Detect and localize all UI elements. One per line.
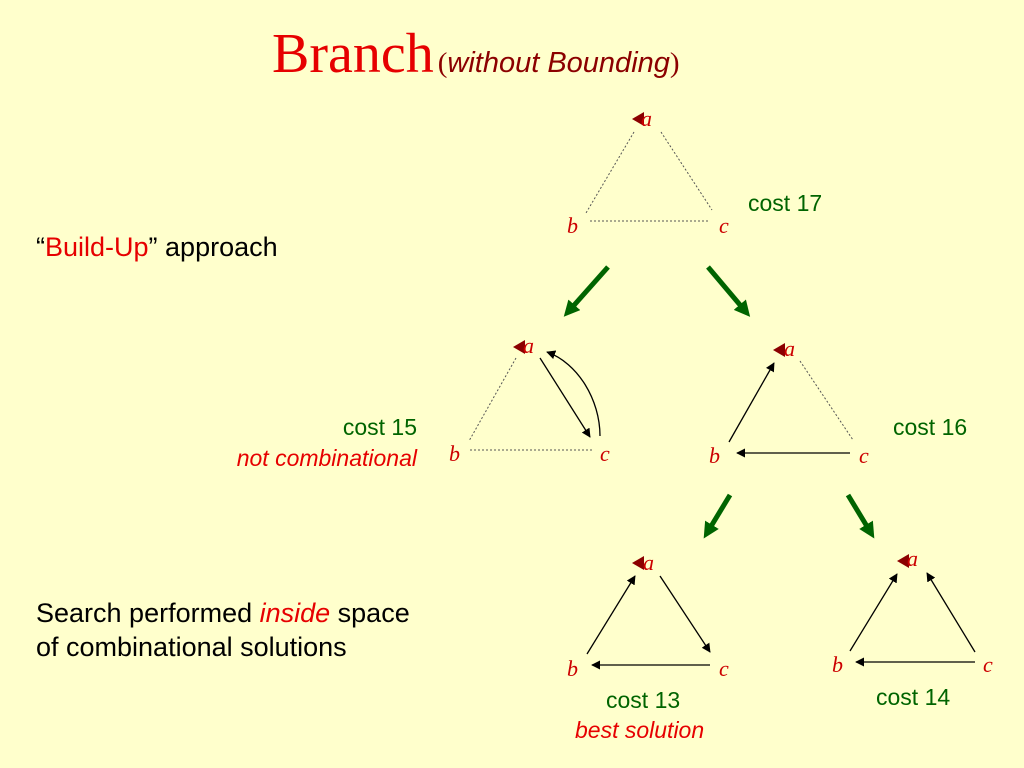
open-quote: “ xyxy=(36,232,45,262)
node-c-label: c xyxy=(859,443,869,468)
node-c-label: c xyxy=(983,652,993,677)
node-a-label: a xyxy=(784,336,795,361)
edge-c-a-curved-arrow xyxy=(546,350,601,437)
node-c-label: c xyxy=(719,213,729,238)
start-marker-icon xyxy=(632,556,644,570)
start-marker-icon xyxy=(513,340,525,354)
cost-label-bottom-left: cost 13 xyxy=(606,687,681,713)
branch-arrow-bottom-right xyxy=(845,493,875,539)
node-b-label: b xyxy=(832,652,843,677)
cost-label-bottom-right: cost 14 xyxy=(876,684,951,710)
search-description-line-2: of combinational solutions xyxy=(36,632,347,662)
title-main: Branch xyxy=(272,23,434,85)
best-solution-note: best solution xyxy=(575,717,705,743)
not-combinational-note: not combinational xyxy=(236,445,417,471)
triangle-left: a b c xyxy=(449,333,610,466)
slide-title: Branch (without Bounding) xyxy=(272,22,680,86)
cost-label-root: cost 17 xyxy=(748,190,823,216)
edge-a-c-arrow xyxy=(659,575,711,653)
build-up-approach-text: “Build-Up” approach xyxy=(36,232,278,263)
search-description-line-1: Search performed inside space xyxy=(36,598,410,629)
search-text-part-2: space xyxy=(330,598,410,628)
start-marker-icon xyxy=(773,343,785,357)
triangle-right: a b c xyxy=(709,336,869,468)
edge-a-c xyxy=(660,131,713,211)
cost-label-right: cost 16 xyxy=(893,414,968,440)
triangle-root: a b c xyxy=(567,106,729,238)
node-a-label: a xyxy=(523,333,534,358)
title-subtitle: without Bounding xyxy=(447,47,670,79)
node-b-label: b xyxy=(449,441,460,466)
approach-label: ” approach xyxy=(148,232,278,262)
title-open-paren: ( xyxy=(437,47,448,79)
edge-b-a-arrow xyxy=(728,362,775,443)
node-c-label: c xyxy=(719,656,729,681)
edge-c-a-arrow xyxy=(926,572,976,653)
node-b-label: b xyxy=(567,656,578,681)
node-b-label: b xyxy=(709,443,720,468)
node-a-label: a xyxy=(907,546,918,571)
node-c-label: c xyxy=(600,441,610,466)
node-a-label: a xyxy=(643,550,654,575)
edge-a-c-arrow xyxy=(539,357,591,438)
cost-label-left: cost 15 xyxy=(342,414,417,440)
start-marker-icon xyxy=(897,554,909,568)
branch-arrow-right xyxy=(706,265,751,317)
edge-b-a-arrow xyxy=(849,573,898,652)
branch-arrow-bottom-left xyxy=(703,493,733,539)
node-a-label: a xyxy=(641,106,652,131)
edge-a-b xyxy=(468,357,517,442)
title-close-paren: ) xyxy=(669,47,680,79)
triangle-bottom-left: a b c xyxy=(567,550,729,681)
triangle-bottom-right: a b c xyxy=(832,546,993,677)
edge-a-c xyxy=(799,360,854,441)
node-b-label: b xyxy=(567,213,578,238)
edge-b-a-arrow xyxy=(586,575,636,655)
branch-arrow-left xyxy=(563,265,610,317)
edge-a-b xyxy=(585,131,635,214)
inside-emphasis: inside xyxy=(259,598,331,628)
search-text-part-1: Search performed xyxy=(36,598,260,628)
start-marker-icon xyxy=(632,112,644,126)
build-up-highlight: Build-Up xyxy=(45,232,149,262)
